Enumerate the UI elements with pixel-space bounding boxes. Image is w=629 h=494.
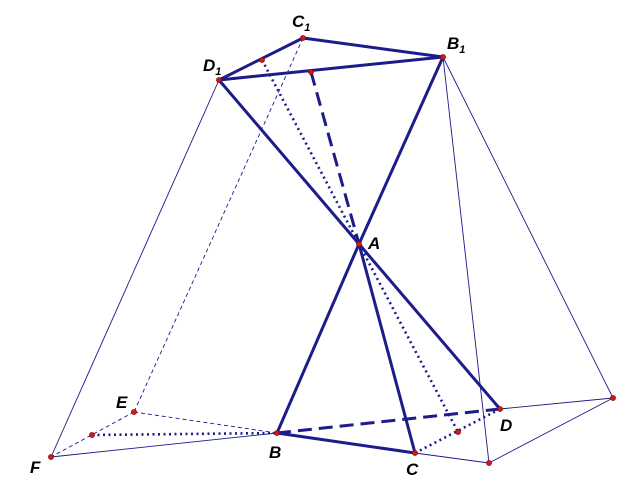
point-a xyxy=(356,241,362,247)
edge-b1-g xyxy=(442,56,490,464)
point-d1c1-mid xyxy=(259,57,265,63)
edge-h-d xyxy=(499,397,614,410)
edge-h-g xyxy=(488,397,614,464)
label-d1-main: D xyxy=(203,56,215,75)
thick-dashed-edges xyxy=(276,71,501,435)
point-h xyxy=(610,395,616,401)
point-g xyxy=(486,460,492,466)
label-f: F xyxy=(30,458,41,477)
label-d1: D1 xyxy=(203,56,221,78)
hidden-e-b xyxy=(133,411,278,434)
label-d1-sub: 1 xyxy=(215,66,221,78)
edge-c-g xyxy=(414,452,490,464)
point-c xyxy=(412,450,418,456)
point-cd-mid xyxy=(455,429,461,435)
edge-d1-a xyxy=(217,78,361,246)
thin-frame xyxy=(50,56,614,464)
label-e: E xyxy=(116,393,128,412)
hidden-lines xyxy=(50,37,304,458)
edge-c1-b1 xyxy=(301,36,445,59)
label-b: B xyxy=(269,443,281,462)
dotted-a-cd xyxy=(357,243,460,433)
edge-a-d xyxy=(357,242,502,411)
edge-b1-h xyxy=(442,56,614,399)
point-d1 xyxy=(216,77,222,83)
edge-b-c xyxy=(275,431,417,455)
label-c1: C1 xyxy=(292,12,310,34)
label-b1: B1 xyxy=(447,34,465,56)
edge-d1-f xyxy=(50,79,220,458)
point-ef-mid xyxy=(89,432,95,438)
point-e xyxy=(131,409,137,415)
dotted-d1c1-a xyxy=(260,59,361,245)
point-b1 xyxy=(440,54,446,60)
point-b xyxy=(274,430,280,436)
label-c: C xyxy=(406,460,419,479)
point-f xyxy=(48,454,54,460)
dotted-f-b xyxy=(91,431,278,437)
label-a: A xyxy=(367,234,380,253)
label-c1-sub: 1 xyxy=(304,22,310,34)
point-d xyxy=(497,406,503,412)
labels: C1 B1 D1 A E F B C D xyxy=(30,12,512,479)
hidden-c1-e xyxy=(133,37,304,413)
edge-d1-b1 xyxy=(217,55,445,82)
point-d1b1-mid xyxy=(308,69,314,75)
edge-a-b xyxy=(275,242,361,435)
label-b1-main: B xyxy=(447,34,459,53)
thick-edges xyxy=(217,36,502,455)
label-d: D xyxy=(500,416,512,435)
dotted-lines xyxy=(91,59,501,455)
point-c1 xyxy=(300,35,306,41)
hidden-e-f xyxy=(50,411,135,458)
edge-b1-a xyxy=(357,55,445,246)
label-b1-sub: 1 xyxy=(459,44,465,56)
edge-f-b xyxy=(50,432,278,458)
edge-b-d-hidden xyxy=(276,407,501,435)
points xyxy=(48,35,616,466)
edge-c1-a-hidden xyxy=(309,71,361,245)
label-c1-main: C xyxy=(292,12,305,31)
